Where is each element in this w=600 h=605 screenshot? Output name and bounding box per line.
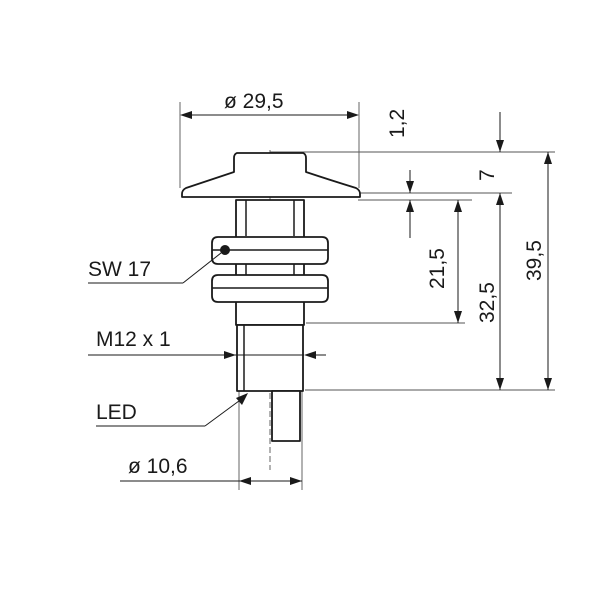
dim-head-lip: 1,2 [386, 109, 414, 238]
label-head-height: 7 [476, 169, 499, 181]
dim-thread: M12 x 1 [88, 328, 326, 359]
sensor-head [181, 152, 361, 198]
callout-led: LED [96, 393, 248, 427]
dim-body-length: 32,5 [476, 193, 504, 390]
sensor-housing [236, 324, 304, 392]
label-head-lip: 1,2 [386, 109, 409, 138]
label-led: LED [96, 401, 137, 424]
dim-head-height: 7 [476, 112, 504, 205]
dim-total-length: 39,5 [523, 152, 552, 390]
dim-thread-length: 21,5 [426, 200, 462, 323]
callout-wrench-size: SW 17 [88, 245, 230, 284]
cable [271, 390, 301, 442]
leader-dot [220, 245, 230, 255]
label-head-diameter: ø 29,5 [224, 90, 284, 113]
label-thread-length: 21,5 [426, 248, 449, 289]
extension-lines [179, 102, 555, 490]
sensor-body [181, 152, 361, 442]
label-body-diameter: ø 10,6 [128, 455, 188, 478]
dim-head-diameter: ø 29,5 [180, 90, 359, 119]
label-thread: M12 x 1 [96, 328, 171, 351]
label-total-length: 39,5 [523, 240, 546, 281]
label-wrench-size: SW 17 [88, 258, 151, 281]
label-body-length: 32,5 [476, 282, 499, 323]
dim-body-diameter: ø 10,6 [120, 455, 302, 485]
